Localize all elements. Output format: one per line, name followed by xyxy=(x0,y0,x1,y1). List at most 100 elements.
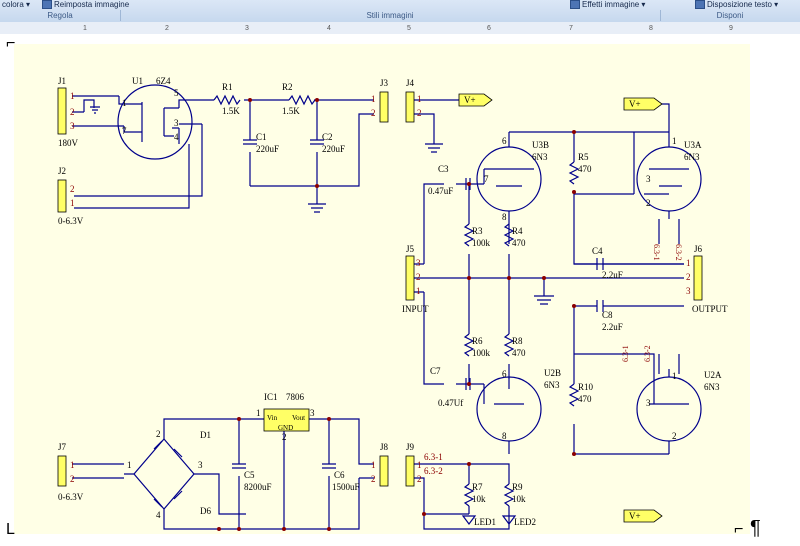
j1-label: 180V xyxy=(58,138,79,148)
j7-pin: 2 xyxy=(70,474,75,484)
u3a-pin: 3 xyxy=(646,174,651,184)
r9-value: 10k xyxy=(512,494,526,504)
c2-ref: C2 xyxy=(322,132,333,142)
vplus-flag-label: V+ xyxy=(629,99,641,109)
c8-ref: C8 xyxy=(602,310,613,320)
j5-pin: 1 xyxy=(416,286,421,296)
u2a-heater-label: 6.3-2 xyxy=(643,345,652,362)
ic1-pin: 3 xyxy=(310,408,315,418)
u3a-pin: 1 xyxy=(672,136,677,146)
ruler-tick: 7 xyxy=(569,25,573,32)
picture-effects-menu[interactable]: Effetti immagine ▾ xyxy=(570,0,645,9)
u2a-type: 6N3 xyxy=(704,382,720,392)
c2-value: 220uF xyxy=(322,144,345,154)
c6-ref: C6 xyxy=(334,470,345,480)
c4-ref: C4 xyxy=(592,246,603,256)
c8-value: 2.2uF xyxy=(602,322,623,332)
vplus-flag-label: V+ xyxy=(629,511,641,521)
j5-ref: J5 xyxy=(406,244,415,254)
r9-ref: R9 xyxy=(512,482,523,492)
r5-ref: R5 xyxy=(578,152,589,162)
u3a-heater-label: 6.3-1 xyxy=(652,244,661,261)
u2b-pin: 8 xyxy=(502,431,507,441)
j9-net: 6.3-2 xyxy=(424,466,443,476)
u2a-ref: U2A xyxy=(704,370,722,380)
recolor-menu[interactable]: colora ▾ xyxy=(2,0,30,9)
j6-ref: J6 xyxy=(694,244,703,254)
r7-ref: R7 xyxy=(472,482,483,492)
j6-pin: 2 xyxy=(686,272,691,282)
j1-ref: J1 xyxy=(58,76,66,86)
j7-label: 0-6.3V xyxy=(58,492,84,502)
r4-ref: R4 xyxy=(512,226,523,236)
c7-value: 0.47Uf xyxy=(438,398,463,408)
reset-picture-button[interactable]: Reimposta immagine xyxy=(42,0,129,9)
j6-label: OUTPUT xyxy=(692,304,728,314)
j2-ref: J2 xyxy=(58,166,66,176)
reset-picture-label: Reimposta immagine xyxy=(54,0,130,9)
r1-ref: R1 xyxy=(222,82,233,92)
j2-label: 0-6.3V xyxy=(58,216,84,226)
j1-pin: 1 xyxy=(70,91,75,101)
u1-pin: 1 xyxy=(122,98,127,108)
u3b-pin: 8 xyxy=(502,212,507,222)
effects-icon xyxy=(570,0,580,9)
picture-icon xyxy=(42,0,52,9)
group-adjust: Regola xyxy=(0,10,121,21)
ruler-tick: 9 xyxy=(729,25,733,32)
r2-ref: R2 xyxy=(282,82,293,92)
vplus-flag-label: V+ xyxy=(464,95,476,105)
c3-ref: C3 xyxy=(438,164,449,174)
j2-pin: 2 xyxy=(70,184,75,194)
group-arrange: Disponi xyxy=(660,10,800,21)
j5-label: INPUT xyxy=(402,304,429,314)
u3b-ref: U3B xyxy=(532,140,549,150)
picture-effects-label: Effetti immagine ▾ xyxy=(582,0,646,9)
j6-pin: 1 xyxy=(686,258,691,268)
r2-value: 1.5K xyxy=(282,106,300,116)
c6-value: 1500uF xyxy=(332,482,360,492)
u1-type: 6Z4 xyxy=(156,76,171,86)
r1-value: 1.5K xyxy=(222,106,240,116)
schematic-image[interactable]: J1 1 2 3 180V J2 2 1 0-6.3V U1 6Z4 1 7 5… xyxy=(14,44,750,534)
ruler-tick: 5 xyxy=(407,25,411,32)
page-corner-mark: ⌐ xyxy=(734,521,744,538)
document-page: J1 1 2 3 180V J2 2 1 0-6.3V U1 6Z4 1 7 5… xyxy=(0,34,800,546)
r8-ref: R8 xyxy=(512,336,523,346)
j9-ref: J9 xyxy=(406,442,415,452)
c4-value: 2.2uF xyxy=(602,270,623,280)
connector-shapes xyxy=(57,87,703,523)
text-wrapping-menu[interactable]: Disposizione testo ▾ xyxy=(695,0,778,9)
ic1-pin: 1 xyxy=(256,408,261,418)
u2a-pin: 2 xyxy=(672,431,677,441)
bridge-pin: 4 xyxy=(156,510,161,520)
page-corner-mark: ⌐ xyxy=(6,35,16,52)
schematic-labels: J1 1 2 3 180V J2 2 1 0-6.3V U1 6Z4 1 7 5… xyxy=(58,76,728,527)
r3-ref: R3 xyxy=(472,226,483,236)
j9-pin: 2 xyxy=(417,474,422,484)
u3a-ref: U3A xyxy=(684,140,702,150)
j4-pin: 2 xyxy=(417,108,422,118)
j8-pin: 2 xyxy=(371,474,376,484)
group-adjust-label: Regola xyxy=(47,11,73,20)
j3-pin: 1 xyxy=(371,94,376,104)
led2-ref: LED2 xyxy=(514,517,536,527)
schematic-svg: J1 1 2 3 180V J2 2 1 0-6.3V U1 6Z4 1 7 5… xyxy=(57,76,728,531)
led1-ref: LED1 xyxy=(474,517,496,527)
j2-pin: 1 xyxy=(70,198,75,208)
d1-ref: D1 xyxy=(200,430,211,440)
u2a-pin: 1 xyxy=(672,371,677,381)
j3-ref: J3 xyxy=(380,78,389,88)
u2b-type: 6N3 xyxy=(544,380,560,390)
j8-ref: J8 xyxy=(380,442,389,452)
j4-ref: J4 xyxy=(406,78,415,88)
group-picture-styles-label: Stili immagini xyxy=(366,11,414,20)
c1-value: 220uF xyxy=(256,144,279,154)
j8-pin: 1 xyxy=(371,460,376,470)
junction-dots xyxy=(217,98,576,531)
ribbon: colora ▾ Reimposta immagine Effetti imma… xyxy=(0,0,800,23)
ic1-pin-label: GND xyxy=(278,424,293,432)
group-picture-styles: Stili immagini xyxy=(120,10,661,21)
r4-value: 470 xyxy=(512,238,526,248)
c3-value: 0.47uF xyxy=(428,186,453,196)
